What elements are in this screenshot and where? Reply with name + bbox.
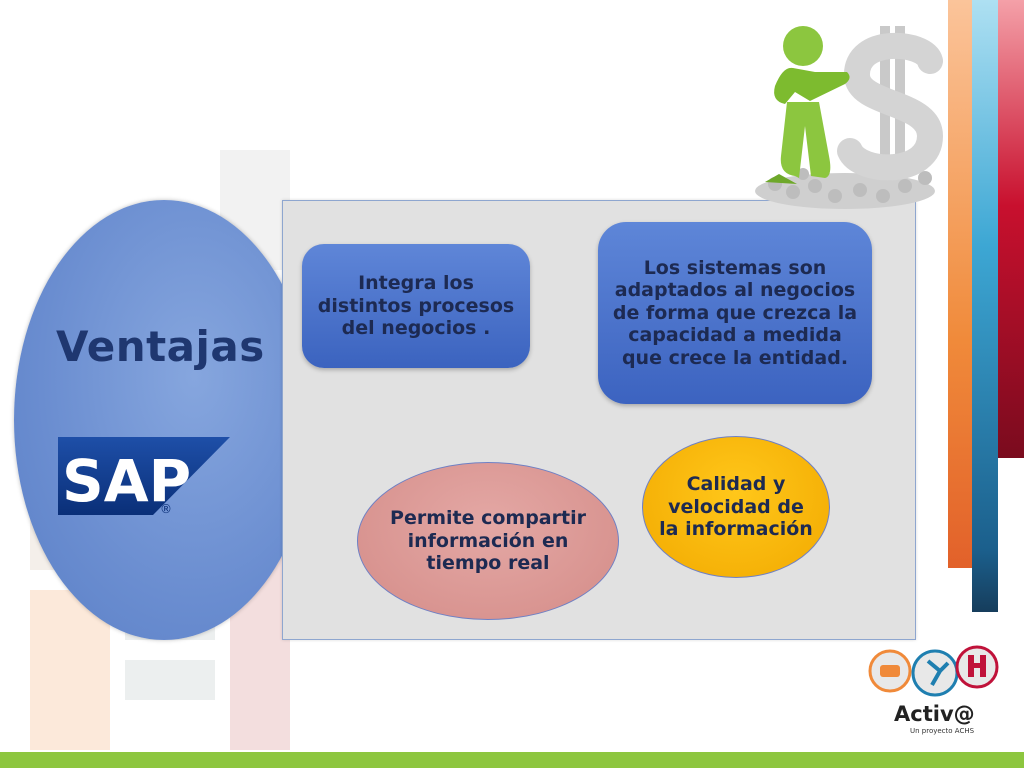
bottom-green-band [0, 752, 1024, 768]
activa-logo-name: Activ@ [894, 702, 975, 726]
oval-container [0, 195, 282, 645]
activa-logo-subtitle: Un proyecto ACHS [910, 727, 975, 735]
box-integra-text: Integra los distintos procesos del negoc… [317, 272, 515, 340]
sap-registered-mark: ® [160, 502, 172, 515]
title-oval [14, 200, 282, 640]
figure-dollar-icon [755, 26, 944, 209]
activa-logo [868, 645, 999, 697]
sap-logo-text: SAP [62, 447, 191, 515]
ellipse-calidad: Calidad y velocidad de la información [642, 436, 830, 578]
stripe-red [998, 0, 1024, 458]
stripe-orange [948, 0, 972, 568]
box-adaptados: Los sistemas son adaptados al negocios d… [598, 222, 872, 404]
stripe-blue [972, 0, 998, 612]
ellipse-compartir: Permite compartir información en tiempo … [357, 462, 619, 620]
ellipse-calidad-text: Calidad y velocidad de la información [659, 473, 813, 541]
ellipse-compartir-text: Permite compartir información en tiempo … [390, 507, 586, 575]
slide-title: Ventajas [56, 322, 265, 371]
box-integra: Integra los distintos procesos del negoc… [302, 244, 530, 368]
sap-logo: SAP ® [58, 437, 230, 515]
box-adaptados-text: Los sistemas son adaptados al negocios d… [612, 256, 858, 369]
